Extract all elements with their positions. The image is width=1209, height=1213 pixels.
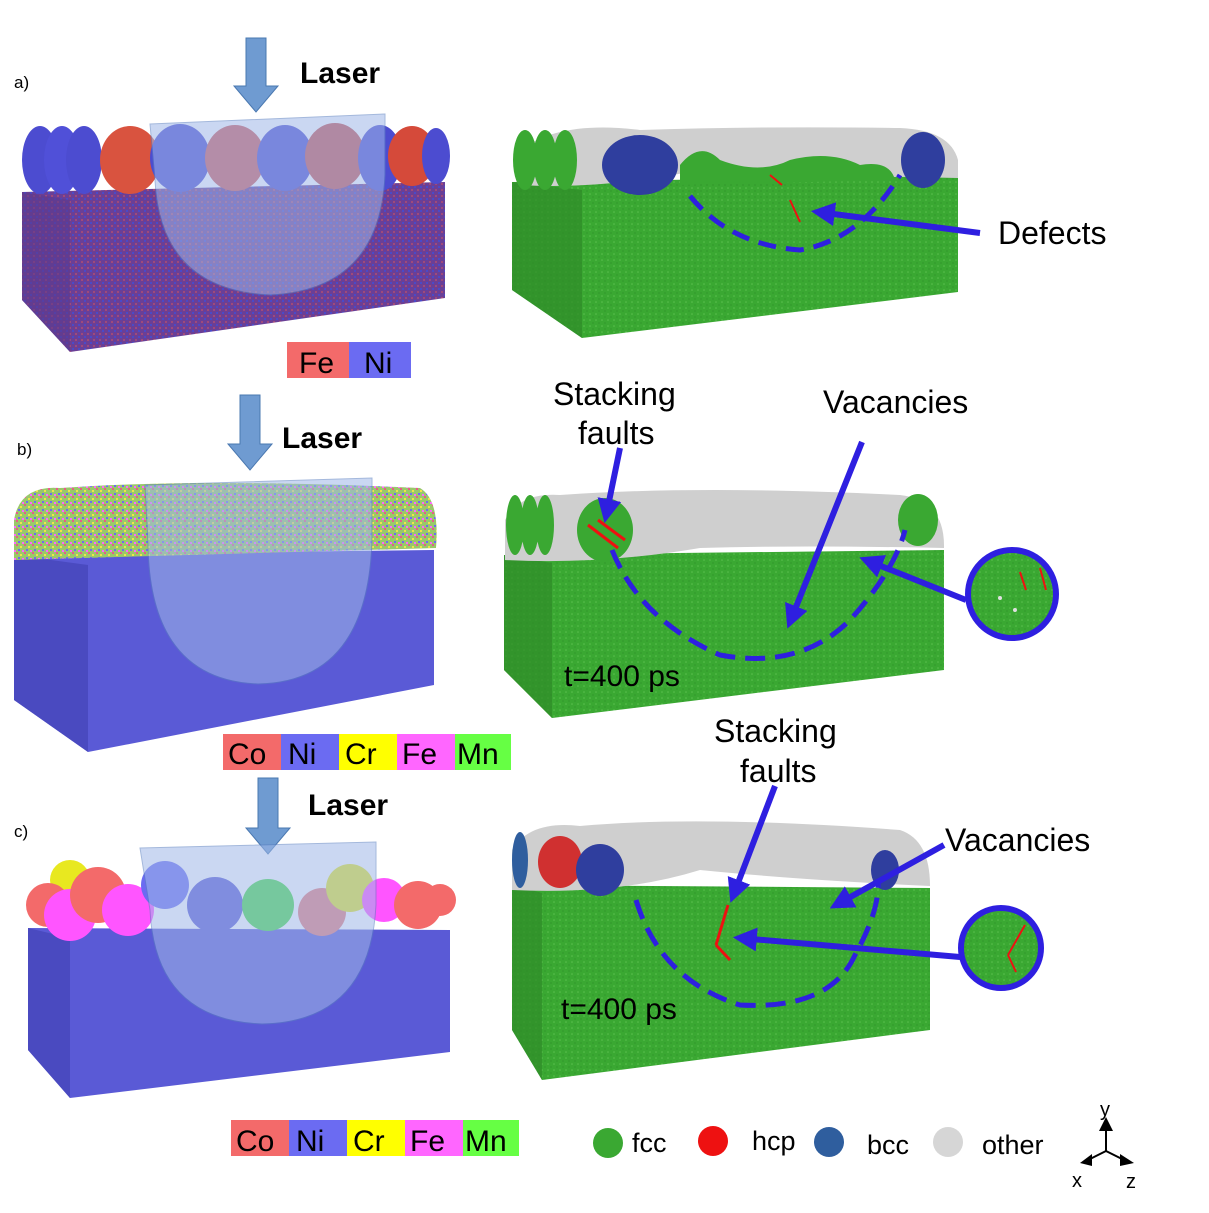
other-marker — [933, 1127, 963, 1157]
sim-box-a-composition — [22, 113, 450, 352]
axes-triad: y x z — [1072, 1099, 1136, 1193]
vacancies-label-c: Vacancies — [945, 822, 1090, 858]
fcc-marker — [593, 1128, 623, 1158]
panel-a-label: a) — [14, 73, 29, 92]
laser-label-b: Laser — [282, 422, 362, 455]
laser-arrow-b — [226, 394, 274, 471]
axis-z-label: z — [1126, 1171, 1136, 1193]
stacking-label-b-1: Stacking — [553, 376, 676, 412]
legend-b-ni: Ni — [288, 738, 316, 771]
legend-a-ni: Ni — [364, 347, 392, 380]
legend-c-co-swatch — [231, 1120, 289, 1156]
panel-c-label: c) — [14, 822, 28, 841]
panel-c: c) Laser Co Ni — [14, 713, 1090, 1158]
legend-c-ni-swatch — [289, 1120, 347, 1156]
defects-arrow — [810, 202, 981, 236]
legend-c-ni: Ni — [296, 1125, 324, 1158]
sim-box-b-composition — [14, 477, 437, 752]
vacancies-label-b: Vacancies — [823, 384, 968, 420]
legend-c-co: Co — [236, 1125, 274, 1158]
legend-c-cr-swatch — [347, 1120, 405, 1156]
inset-arrow-b — [859, 555, 968, 603]
bcc-label: bcc — [867, 1130, 909, 1160]
inset-zoom-c — [958, 905, 1044, 991]
other-label: other — [982, 1130, 1044, 1160]
axis-x-label: x — [1072, 1170, 1082, 1192]
axis-y-label: y — [1100, 1099, 1110, 1121]
sim-box-c-structure: t=400 ps — [512, 821, 930, 1080]
stacking-label-c-1: Stacking — [714, 713, 837, 749]
time-label-c: t=400 ps — [561, 993, 677, 1026]
hcp-label: hcp — [752, 1126, 796, 1156]
panel-a: a) Laser Fe Ni — [14, 37, 1106, 380]
legend-b-mn-swatch — [455, 734, 511, 770]
stacking-arrow-b — [597, 447, 623, 524]
structure-legend: fcc hcp bcc other — [593, 1126, 1044, 1160]
stacking-arrow-c — [727, 784, 778, 903]
legend-a: Fe Ni — [287, 342, 411, 380]
legend-b-fe-swatch — [397, 734, 455, 770]
time-label-b: t=400 ps — [564, 660, 680, 693]
legend-c-fe: Fe — [410, 1125, 445, 1158]
laser-arrow-a — [232, 37, 280, 113]
vacancies-arrow-c — [829, 842, 946, 909]
legend-c: Co Ni Cr Fe Mn — [231, 1120, 519, 1158]
melt-boundary-b — [609, 529, 908, 661]
bcc-marker — [814, 1127, 844, 1157]
panel-b: b) Laser Co Ni Cr Fe Mn — [14, 376, 1059, 771]
laser-arrow-c — [244, 777, 292, 855]
legend-b-co-swatch — [223, 734, 281, 770]
legend-b-fe: Fe — [402, 738, 437, 771]
stacking-label-c-2: faults — [740, 753, 816, 789]
legend-c-mn-swatch — [463, 1120, 519, 1156]
stacking-label-b-2: faults — [578, 415, 654, 451]
legend-b: Co Ni Cr Fe Mn — [223, 734, 511, 771]
laser-label-c: Laser — [308, 789, 388, 822]
legend-c-mn: Mn — [465, 1125, 507, 1158]
defect-melt-boundary-a — [688, 173, 903, 253]
inset-arrow-c — [732, 927, 961, 960]
sim-box-c-composition — [26, 841, 456, 1098]
legend-b-co: Co — [228, 738, 266, 771]
legend-b-cr: Cr — [345, 738, 377, 771]
legend-a-ni-swatch — [349, 342, 411, 378]
inset-zoom-b — [965, 547, 1059, 641]
legend-b-ni-swatch — [281, 734, 339, 770]
legend-b-cr-swatch — [339, 734, 397, 770]
legend-a-fe-swatch — [287, 342, 349, 378]
legend-c-cr: Cr — [353, 1125, 385, 1158]
fcc-label: fcc — [632, 1128, 667, 1158]
legend-c-fe-swatch — [405, 1120, 463, 1156]
sim-box-a-structure — [512, 127, 958, 338]
defects-label: Defects — [998, 215, 1106, 251]
legend-a-fe: Fe — [299, 347, 334, 380]
laser-label-a: Laser — [300, 57, 380, 90]
melt-boundary-c — [633, 879, 881, 1008]
sim-box-b-structure: t=400 ps — [504, 490, 945, 718]
vacancies-arrow-b — [785, 440, 865, 629]
legend-b-mn: Mn — [457, 738, 499, 771]
hcp-marker — [698, 1126, 728, 1156]
panel-b-label: b) — [17, 440, 32, 459]
